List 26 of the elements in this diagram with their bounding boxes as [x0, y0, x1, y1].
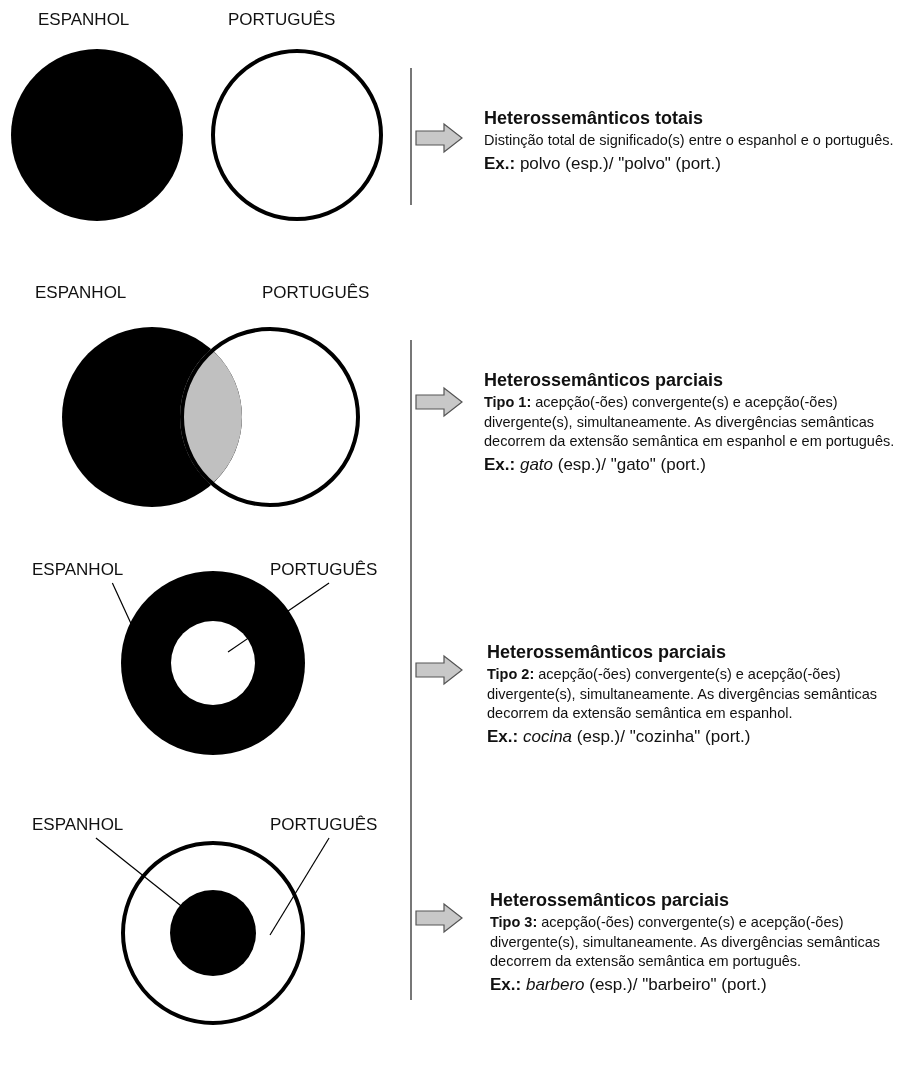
example-text: Ex.: cocina (esp.)/ "cozinha" (port.): [487, 726, 752, 747]
leader-line: [227, 582, 330, 653]
category-heading: Heterossemânticos parciais: [490, 890, 731, 911]
language-label: ESPANHOL: [38, 10, 130, 30]
language-label: ESPANHOL: [35, 283, 127, 303]
definition-text: Tipo 1: acepção(-ões) convergente(s) e acepção(-ões) divergente(s), simultaneamente. As divergências semânticas decorrem da extensão semântica em espanhol e em português.: [484, 393, 896, 452]
language-label: PORTUGUÊS: [262, 283, 370, 303]
category-heading: Heterossemânticos parciais: [484, 370, 725, 391]
definition-text: Tipo 2: acepção(-ões) convergente(s) e acepção(-ões) divergente(s), simultaneamente. As divergências semânticas decorrem da extensão semântica em espanhol.: [487, 665, 879, 724]
block-arrow: [415, 122, 463, 154]
language-label: PORTUGUÊS: [270, 560, 378, 580]
definition-text: Tipo 3: acepção(-ões) convergente(s) e acepção(-ões) divergente(s), simultaneamente. As divergências semânticas decorrem da extensão semântica em português.: [490, 913, 882, 972]
definition-text: Distinção total de significado(s) entre o espanhol e o português.: [484, 131, 895, 150]
category-heading: Heterossemânticos totais: [484, 108, 705, 129]
language-label: PORTUGUÊS: [270, 815, 378, 835]
example-text: Ex.: barbero (esp.)/ "barbeiro" (port.): [490, 974, 768, 995]
example-text: Ex.: polvo (esp.)/ "polvo" (port.): [484, 153, 722, 174]
language-label: PORTUGUÊS: [228, 10, 336, 30]
language-label: ESPANHOL: [32, 560, 124, 580]
block-arrow: [415, 386, 463, 418]
block-arrow: [415, 902, 463, 934]
category-heading: Heterossemânticos parciais: [487, 642, 728, 663]
leader-line: [269, 837, 330, 936]
language-label: ESPANHOL: [32, 815, 124, 835]
example-text: Ex.: gato (esp.)/ "gato" (port.): [484, 454, 707, 475]
block-arrow: [415, 654, 463, 686]
